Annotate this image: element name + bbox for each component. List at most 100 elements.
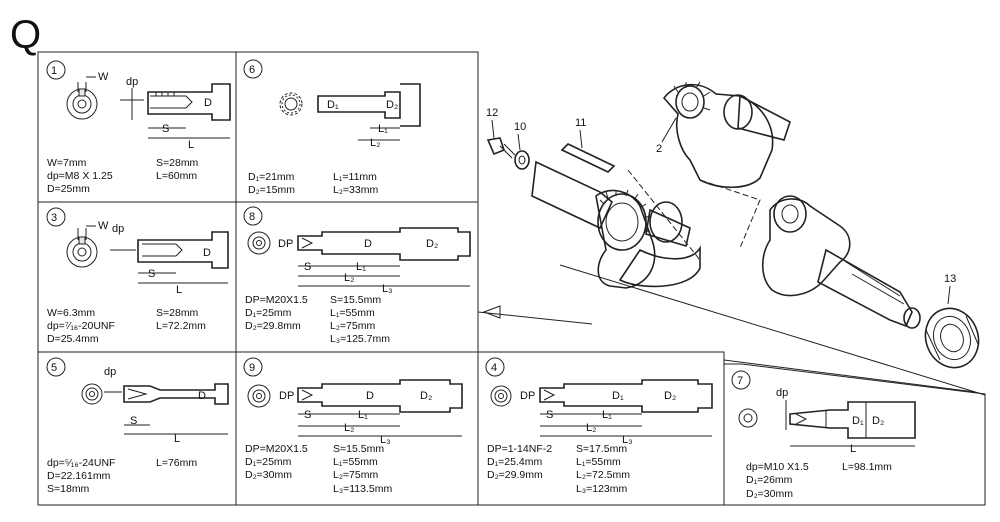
panel-6-number: 6 — [249, 64, 255, 76]
dim-label: L₂ — [370, 137, 380, 149]
dim-label: L₁ — [358, 409, 368, 421]
panel-7: 7 dp D₁ D₂ L dp=M10 X1.5 L=98.1mm D₁=26m… — [724, 363, 986, 506]
dim-label: L₁ — [356, 261, 366, 273]
panel-3: 3 W dp D S L W=6.3mm S=28mm dp=⁷⁄₁₆-20UN… — [46, 207, 229, 345]
spec-text: S=17.5mm — [576, 443, 627, 455]
dim-label: D — [198, 390, 206, 402]
dim-label: S — [162, 123, 169, 135]
spec-text: L₃=125.7mm — [330, 333, 390, 345]
dim-label: D — [366, 390, 374, 402]
panel-5: 5 dp D S L dp=⁵⁄₁₆-24UNF L=76mm D=22.161… — [46, 357, 229, 495]
spec-text: L=76mm — [156, 457, 197, 469]
dim-label: L — [176, 284, 182, 296]
spec-text: DP=1-14NF-2 — [487, 443, 552, 455]
spec-text: D=25mm — [47, 183, 90, 195]
dim-label: D — [203, 247, 211, 259]
spec-text: D₁=25mm — [245, 307, 292, 319]
panel-5-number: 5 — [51, 362, 57, 374]
spec-text: L₂=33mm — [333, 184, 378, 196]
spec-text: S=15.5mm — [333, 443, 384, 455]
spec-text: dp=⁵⁄₁₆-24UNF — [47, 457, 115, 469]
dim-label: W — [98, 71, 109, 83]
spec-text: dp=M8 X 1.25 — [47, 170, 113, 182]
dim-label: S — [148, 268, 155, 280]
spec-text: L=60mm — [156, 170, 197, 182]
spec-text: D₂=29.8mm — [245, 320, 301, 332]
panel-9: 9 DP D D₂ S L₁ L₂ L₃ DP=M20X1.5 S=15.5mm… — [243, 357, 463, 495]
dim-label: D — [364, 238, 372, 250]
exploded-assembly: 12 10 11 2 — [477, 81, 986, 396]
dim-label: L₃ — [382, 283, 393, 295]
callout-10: 10 — [514, 121, 526, 133]
dim-label: D₂ — [386, 99, 398, 111]
dim-label: DP — [520, 390, 535, 402]
callout-13: 13 — [944, 273, 956, 285]
spec-text: L₁=55mm — [333, 456, 378, 468]
panel-4-number: 4 — [491, 362, 497, 374]
dim-label: L₂ — [344, 422, 354, 434]
dim-label: DP — [278, 238, 293, 250]
dim-label: D₁ — [612, 390, 624, 402]
panel-7-number: 7 — [737, 375, 743, 387]
dim-label: D₂ — [420, 390, 432, 402]
spec-text: L₃=123mm — [576, 483, 628, 495]
spec-text: D₂=30mm — [746, 488, 793, 500]
spec-text: L=98.1mm — [842, 461, 892, 473]
spec-text: L₁=55mm — [330, 307, 375, 319]
dim-label: dp — [104, 366, 116, 378]
dim-label: L₁ — [378, 123, 388, 135]
dim-label: S — [546, 409, 553, 421]
spec-text: D=25.4mm — [47, 333, 99, 345]
dim-label: D₂ — [664, 390, 676, 402]
spec-text: D₁=26mm — [746, 474, 793, 486]
spec-text: DP=M20X1.5 — [245, 294, 308, 306]
spec-text: L₃=113.5mm — [333, 483, 392, 495]
spec-text: S=18mm — [47, 483, 90, 495]
spec-text: L₂=72.5mm — [576, 469, 630, 481]
spec-text: S=28mm — [156, 157, 199, 169]
spec-text: W=7mm — [47, 157, 87, 169]
dim-label: D₂ — [872, 415, 884, 427]
panel-8-number: 8 — [249, 211, 255, 223]
dim-label: L₃ — [622, 434, 633, 446]
panel-grid — [37, 51, 725, 506]
dim-label: D₂ — [426, 238, 438, 250]
dim-label: L — [850, 443, 856, 455]
spec-text: L₁=11mm — [333, 171, 377, 183]
panel-1-number: 1 — [51, 65, 57, 77]
spec-text: D=22.161mm — [47, 470, 111, 482]
panel-4: 4 DP D₁ D₂ S L₁ L₂ L₃ DP=1-14NF-2 S=17.5… — [485, 357, 713, 495]
dim-label: W — [98, 220, 109, 232]
dim-label: L₃ — [380, 434, 391, 446]
panel-3-number: 3 — [51, 212, 57, 224]
dim-label: S — [304, 409, 311, 421]
spec-text: D₂=29.9mm — [487, 469, 543, 481]
spec-text: dp=M10 X1.5 — [746, 461, 809, 473]
dim-label: L₂ — [344, 272, 354, 284]
spec-text: D₁=25.4mm — [487, 456, 542, 468]
dim-label: dp — [126, 76, 138, 88]
dim-label: L₁ — [602, 409, 612, 421]
callout-2: 2 — [656, 143, 662, 155]
dim-label: dp — [776, 387, 788, 399]
callout-11: 11 — [575, 117, 586, 129]
spec-text: L₁=55mm — [576, 456, 621, 468]
spec-text: dp=⁷⁄₁₆-20UNF — [47, 320, 115, 332]
spec-text: D₂=15mm — [248, 184, 295, 196]
spec-text: D₁=25mm — [245, 456, 292, 468]
dim-label: S — [304, 261, 311, 273]
dim-label: D₁ — [852, 415, 864, 427]
dim-label: dp — [112, 223, 124, 235]
dim-label: L — [174, 433, 180, 445]
dim-label: DP — [279, 390, 294, 402]
spec-text: L₂=75mm — [333, 469, 378, 481]
dim-label: L₂ — [586, 422, 596, 434]
panel-9-number: 9 — [249, 362, 255, 374]
spec-text: S=15.5mm — [330, 294, 381, 306]
callout-12: 12 — [486, 107, 498, 119]
dim-label: S — [130, 415, 137, 427]
panel-6: 6 D₁ D₂ L₁ L₂ D₁=21mm L₁=11mm D₂=15mm L₂… — [243, 59, 421, 196]
spec-text: S=28mm — [156, 307, 199, 319]
dim-label: D — [204, 97, 212, 109]
